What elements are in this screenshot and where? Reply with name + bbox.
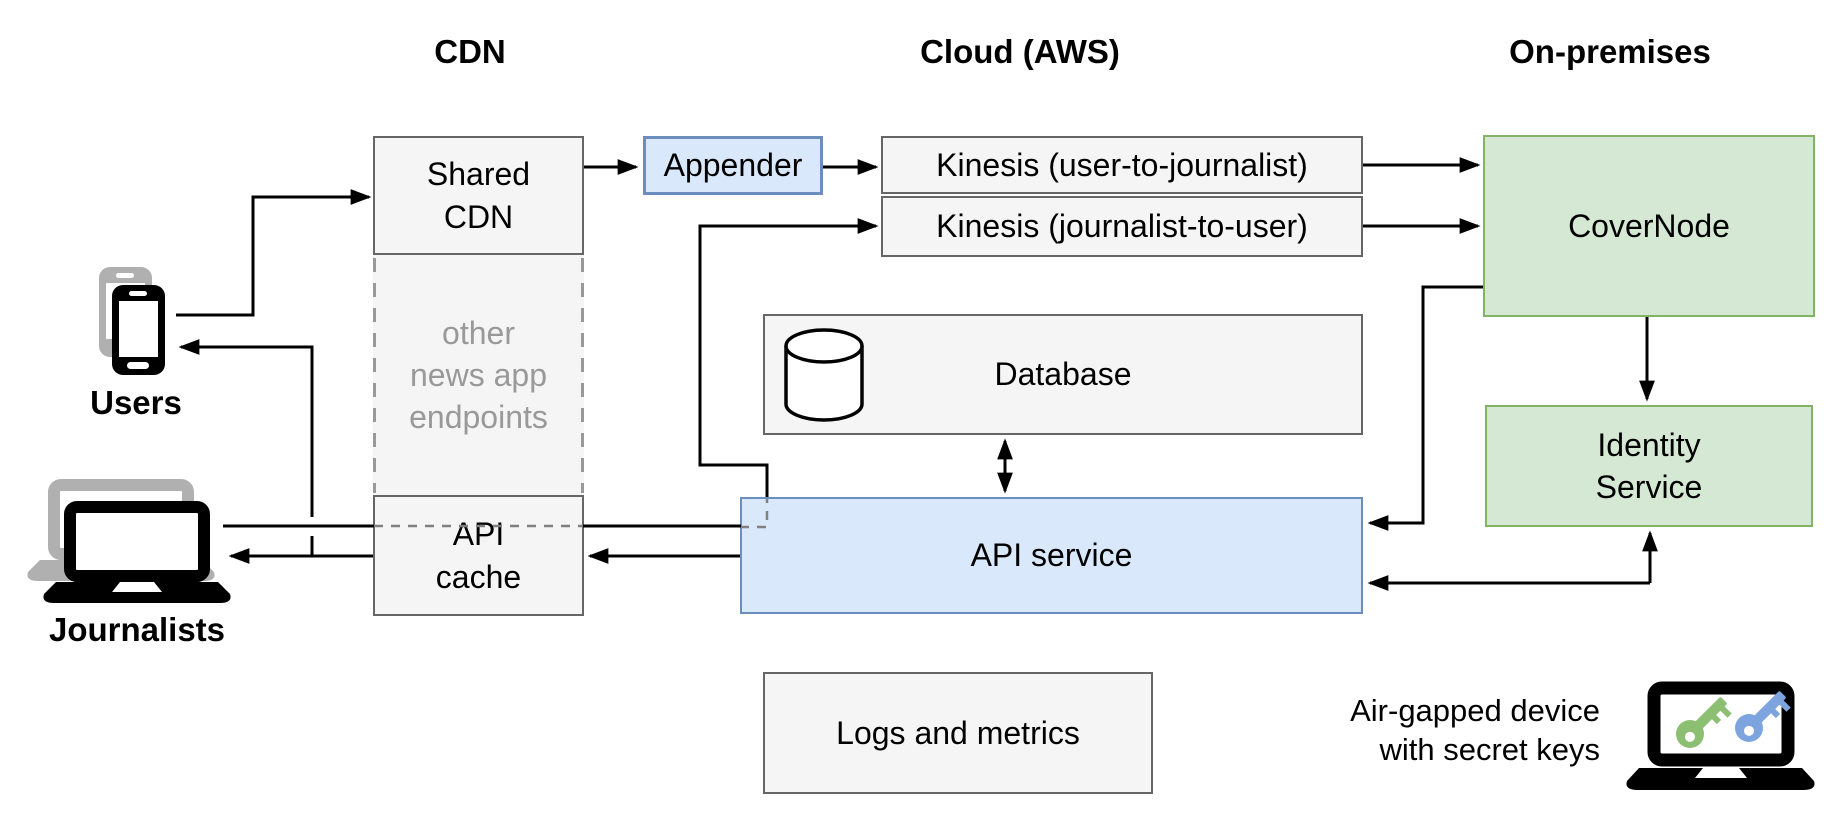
node-label: Logs and metrics: [836, 714, 1080, 751]
node-label: CDN: [443, 198, 514, 235]
airgap-annotation: Air-gapped device with secret keys: [1200, 691, 1600, 769]
blue-key-icon: [1735, 691, 1791, 742]
journalists-label: Journalists: [48, 611, 226, 648]
node-kinesis-journalist-to-user: Kinesis (journalist-to-user): [881, 196, 1363, 257]
node-label: other: [442, 314, 515, 351]
edge-api-cache-to-users: [178, 339, 314, 556]
edge-api-service-identity-service: [1367, 530, 1658, 591]
node-api-cache: API cache: [373, 495, 584, 616]
node-label: Appender: [663, 147, 803, 184]
node-label: Database: [994, 356, 1132, 393]
node-label: Kinesis (journalist-to-user): [936, 208, 1308, 245]
laptop-shadow: [27, 479, 215, 581]
node-label: Kinesis (user-to-journalist): [936, 146, 1308, 183]
node-label: API service: [970, 537, 1133, 574]
users-label: Users: [90, 384, 182, 421]
node-label: news app: [410, 356, 547, 393]
node-kinesis-user-to-journalist: Kinesis (user-to-journalist): [881, 136, 1363, 194]
node-logs-and-metrics: Logs and metrics: [763, 672, 1153, 794]
node-appender: Appender: [643, 136, 823, 195]
green-key-icon: [1676, 697, 1732, 748]
laptop-icon: [27, 479, 231, 603]
node-covernode: CoverNode: [1483, 135, 1815, 317]
edge-users-to-shared-cdn: [176, 189, 372, 317]
header-cloud-aws: Cloud (AWS): [920, 33, 1120, 70]
smartphone-icon: [99, 267, 165, 375]
node-identity-service: Identity Service: [1485, 405, 1813, 527]
node-label: CoverNode: [1568, 207, 1730, 244]
laptop-with-keys-icon: [1626, 681, 1815, 790]
edge-covernode-to-api-service: [1367, 285, 1483, 531]
node-shared-cdn: Shared CDN: [373, 136, 584, 255]
node-label: Identity: [1597, 426, 1701, 463]
airgap-line-1: Air-gapped device: [1350, 693, 1600, 728]
node-other-news-app-endpoints: other news app endpoints: [373, 255, 584, 495]
node-database: Database: [763, 314, 1363, 435]
node-label: endpoints: [409, 399, 548, 436]
airgap-line-2: with secret keys: [1379, 732, 1600, 767]
node-label: API: [452, 516, 505, 553]
node-api-service: API service: [740, 497, 1363, 614]
smartphone-shadow: [99, 267, 152, 357]
node-label: cache: [435, 558, 522, 595]
node-label: Service: [1595, 469, 1703, 505]
node-label: Shared: [426, 156, 531, 193]
header-cdn: CDN: [434, 33, 506, 70]
header-on-premises: On-premises: [1509, 33, 1711, 70]
